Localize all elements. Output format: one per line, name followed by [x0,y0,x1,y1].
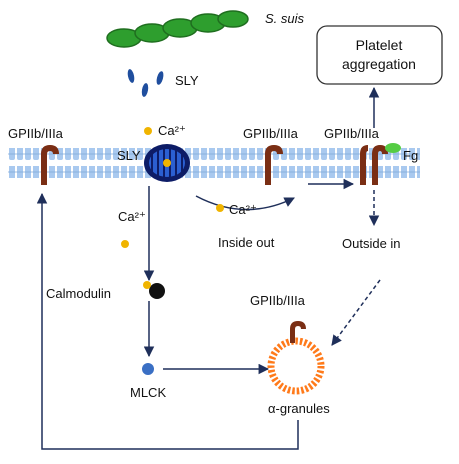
calmodulin-dot [149,283,165,299]
platelet-aggregation-line1: Platelet [356,37,403,53]
alpha-granule [267,321,325,395]
outside-in-to-granules-dashed-arrow [331,279,381,346]
fg-label: Fg [403,148,418,163]
ca-mid-label: Ca²⁺ [229,202,257,217]
inside-out-curved-arrow [195,195,295,211]
alpha-granules-label: α-granules [268,401,330,416]
gpiib-iiia-granule-label: GPIIb/IIIa [250,293,306,308]
calcium-ion-lower [121,240,129,248]
mlck-dot [142,363,154,375]
fibrinogen-blob [385,143,401,153]
gpiib-iiia-receptor-right-pair [360,145,388,185]
sly-toxin-monomers [127,69,164,97]
calmodulin-label: Calmodulin [46,286,111,301]
calcium-ion-inside-out [216,204,224,212]
gpiib-iiia-right-label: GPIIb/IIIa [324,126,380,141]
calcium-on-calmodulin [143,281,151,289]
platelet-membrane [8,148,420,178]
sly-top-label: SLY [175,73,199,88]
platelet-aggregation-box [316,25,443,85]
calcium-ion-top [144,127,152,135]
sly-pore [144,144,190,182]
s-suis-bacteria-chain [106,10,249,48]
sly-pore-label: SLY [117,148,141,163]
gpiib-iiia-left-label: GPIIb/IIIa [8,126,64,141]
feedback-arrow-to-left-receptor [36,192,299,450]
inside-out-label: Inside out [218,235,275,250]
gpiib-iiia-center-label: GPIIb/IIIa [243,126,299,141]
gpiib-iiia-receptor-center [265,145,283,185]
mlck-label: MLCK [130,385,166,400]
gpiib-iiia-receptor-left [41,145,59,185]
ca-top-label: Ca²⁺ [158,123,186,138]
s-suis-label: S. suis [265,11,305,26]
ca-lower-label: Ca²⁺ [118,209,146,224]
platelet-aggregation-line2: aggregation [342,56,416,72]
outside-in-label: Outside in [342,236,401,251]
